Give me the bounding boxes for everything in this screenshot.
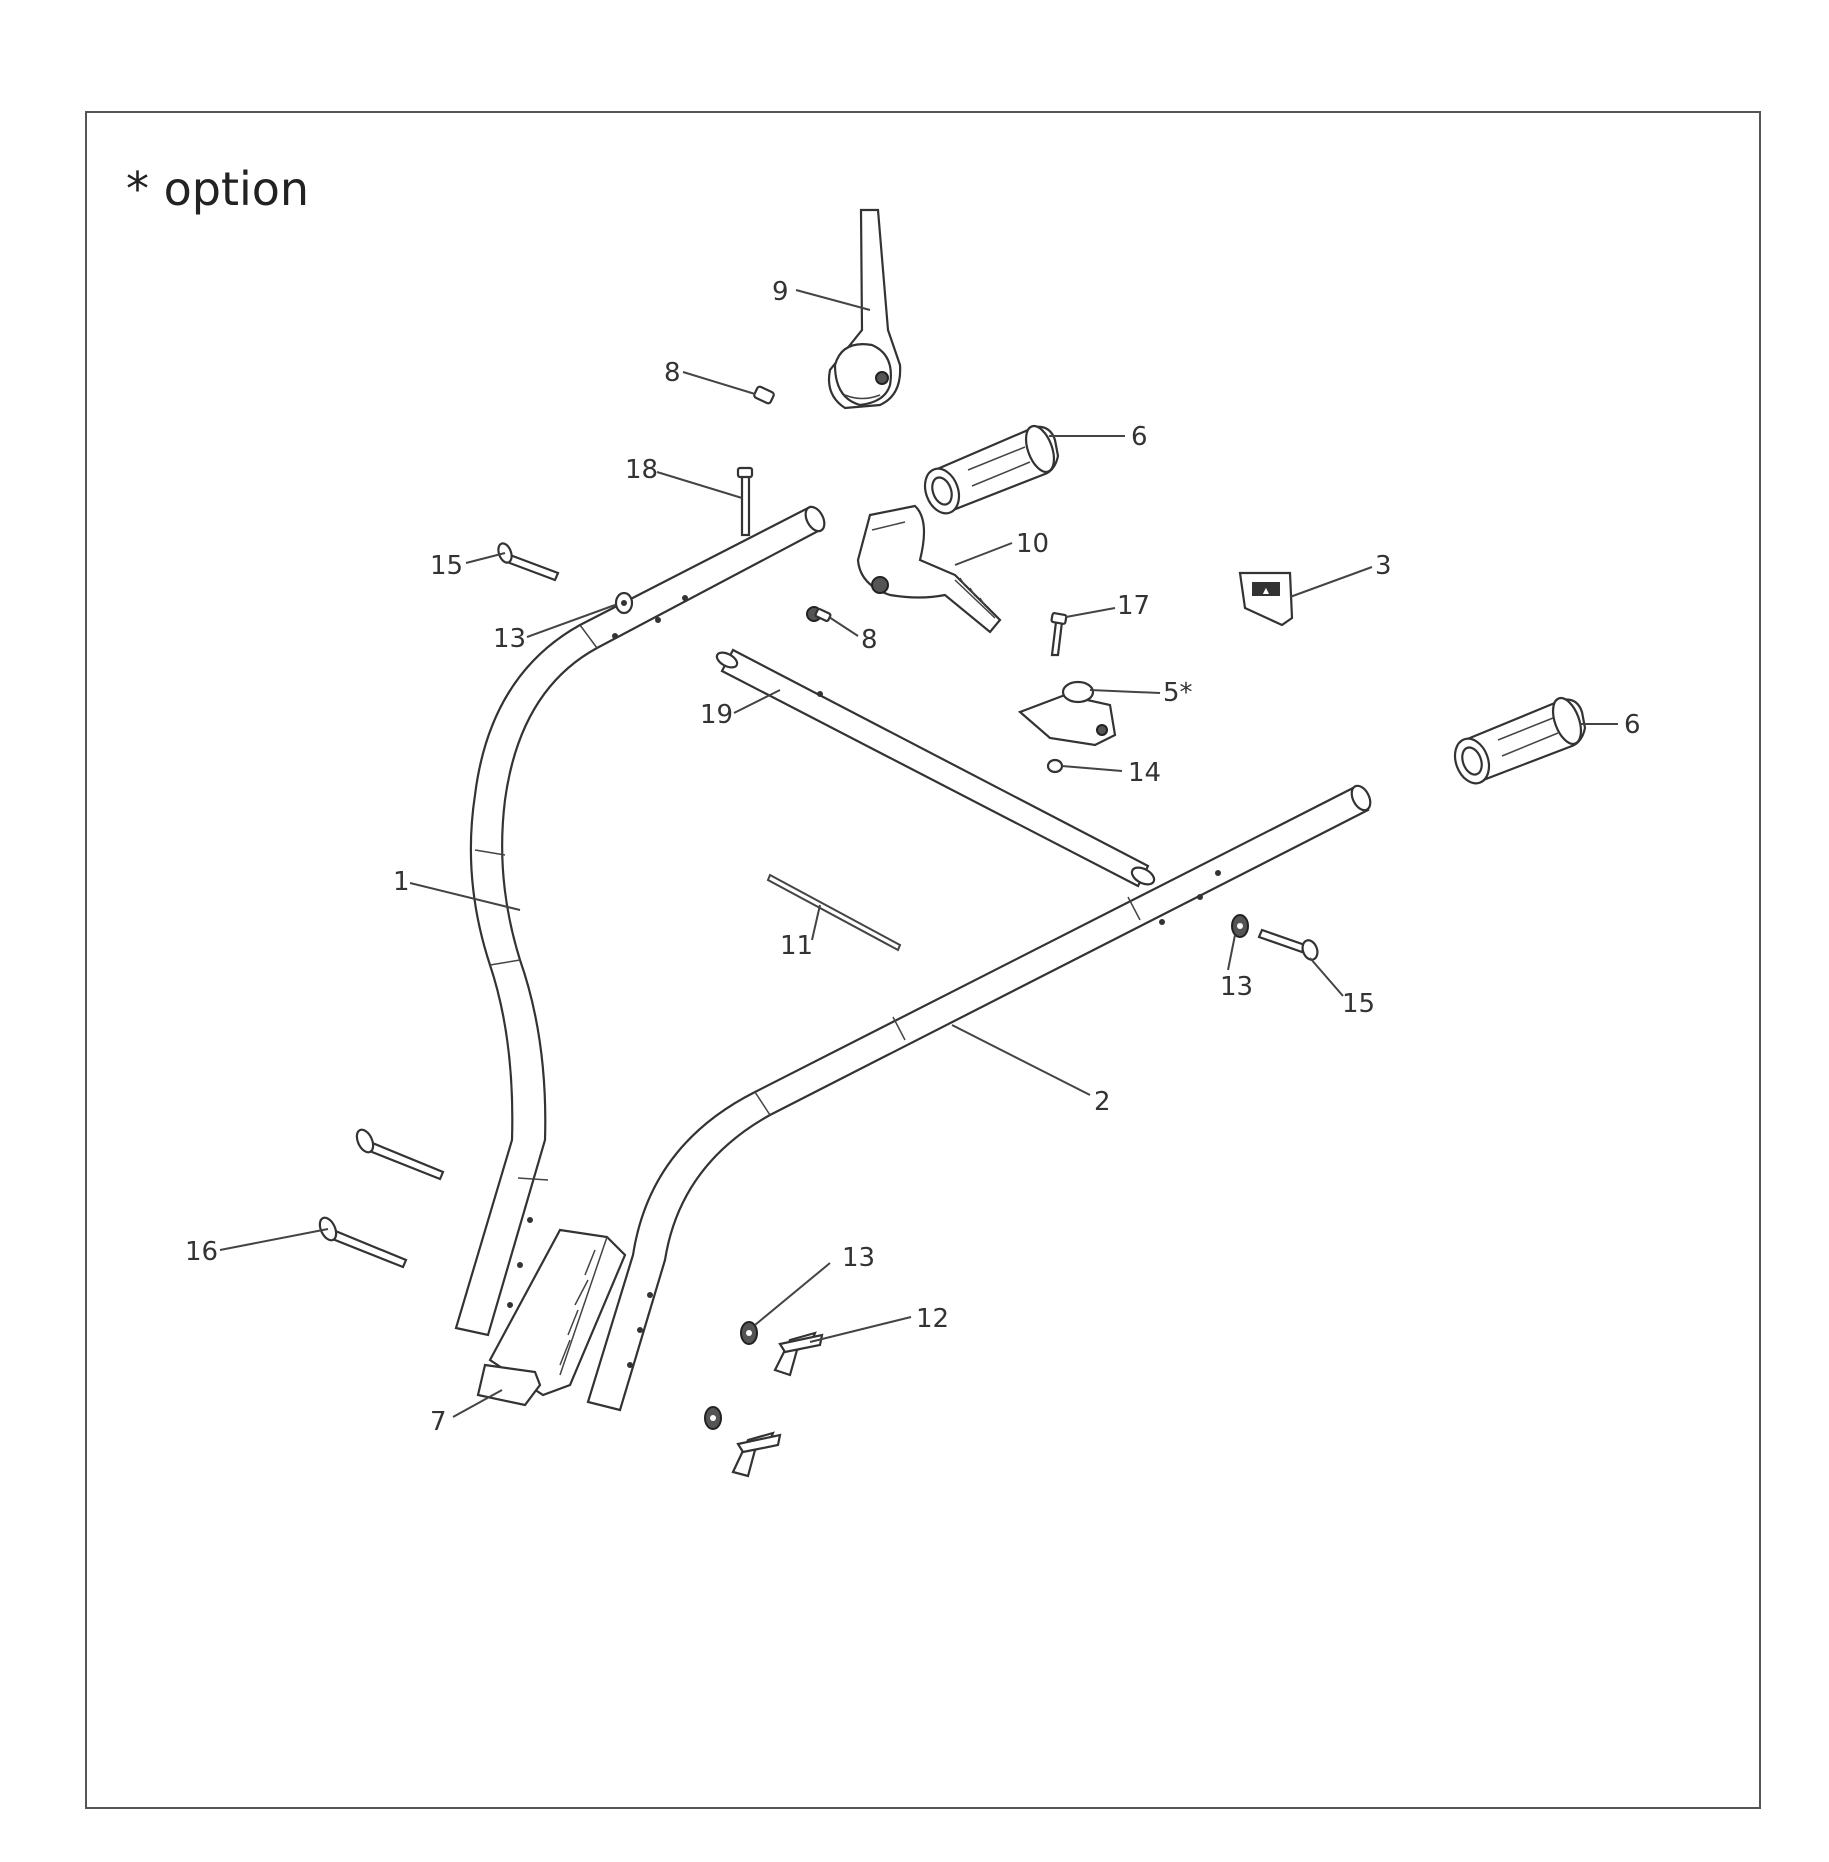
label-15-left: 15 [430,551,463,581]
svg-text:▲: ▲ [1263,586,1270,595]
part-2-right-frame-tube [586,784,1372,1412]
label-5: 5* [1163,678,1193,708]
part-8-middle-nut [806,606,832,623]
label-10: 10 [1016,529,1049,559]
part-17-screw [1050,612,1068,657]
part-8-top-plug [753,385,775,405]
part-19-cross-tube [715,648,1156,888]
label-19: 19 [700,700,733,730]
label-14: 14 [1128,758,1161,788]
label-6-right: 6 [1624,710,1641,740]
part-16-long-bolts [318,1128,445,1269]
label-6-top: 6 [1131,422,1148,452]
label-2: 2 [1094,1087,1111,1117]
label-11: 11 [780,931,813,961]
part-13-right-washer [1231,914,1249,938]
label-7: 7 [430,1407,447,1437]
part-14-nut [1046,758,1064,774]
leader-lines [219,289,1618,1418]
label-18: 18 [625,455,658,485]
label-8-middle: 8 [861,625,878,655]
label-13-right: 13 [1220,972,1253,1002]
option-note: * option [126,162,309,216]
label-3: 3 [1375,551,1392,581]
label-13-bottom: 13 [842,1243,875,1273]
diagram-frame [85,111,1761,1809]
part-number-labels: 9 8 6 18 10 15 13 3 17 8 19 5* 14 6 1 11… [185,277,1641,1437]
part-3-label-sticker: ▲ [1238,571,1294,627]
label-9: 9 [772,277,789,307]
part-6-top-grip [923,424,1060,515]
part-13-left-washer [614,591,634,615]
label-8-top: 8 [664,358,681,388]
part-12-wing-knobs [731,1331,824,1478]
part-15-right-bolt [1257,928,1319,961]
label-12: 12 [916,1304,949,1334]
label-13-left: 13 [493,624,526,654]
part-15-left-bolt [497,542,560,582]
part-13-bottom-washers [704,1321,758,1430]
part-5-cable-clamp [1017,680,1117,747]
part-10-lever-housing [856,504,1002,634]
label-15-right: 15 [1342,989,1375,1019]
part-6-right-grip [1453,696,1587,785]
label-16: 16 [185,1237,218,1267]
part-11-cable-tie [766,873,902,952]
part-18-pin [736,466,754,537]
label-17: 17 [1117,591,1150,621]
label-1: 1 [393,867,410,897]
part-1-left-frame-tube [454,505,826,1337]
